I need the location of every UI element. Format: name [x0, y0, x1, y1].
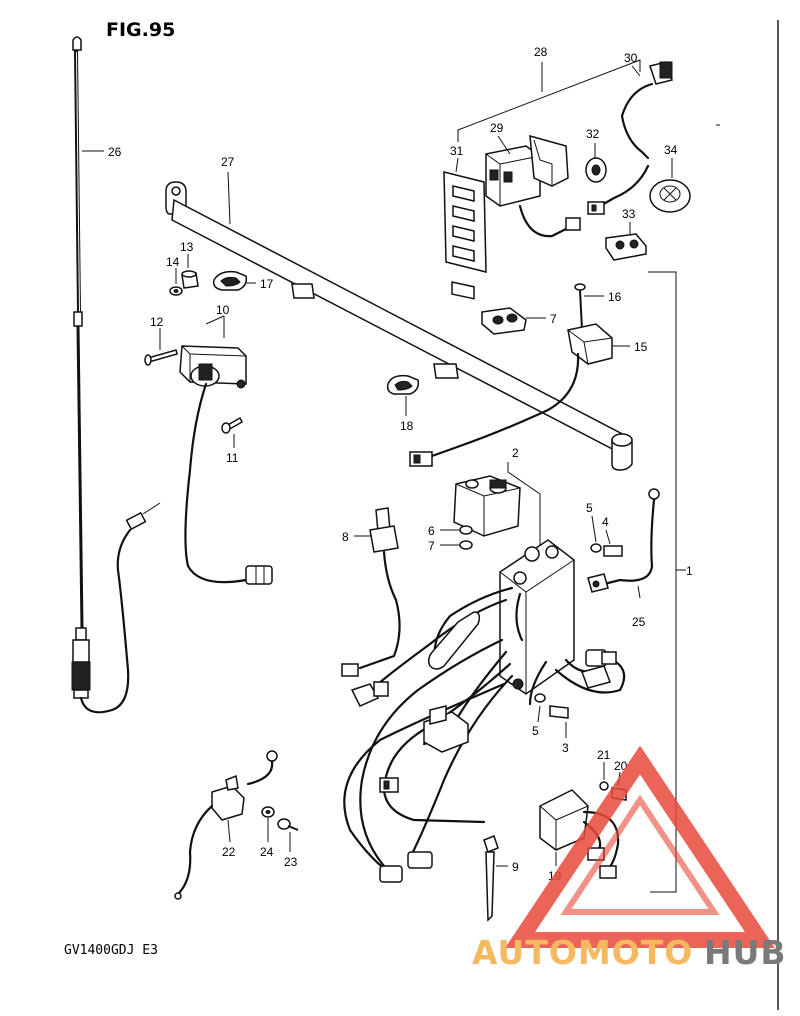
grommet-34	[605, 233, 647, 261]
callout-9: 8	[342, 530, 349, 544]
callout-22: 21	[597, 748, 611, 762]
callout-30: 29	[490, 121, 504, 135]
callout-10: 9	[512, 860, 519, 874]
callout-24: 23	[284, 855, 298, 869]
callout-18: 17	[260, 277, 274, 291]
horn-23	[174, 750, 278, 900]
model-code: GV1400GDJ E3	[64, 943, 158, 958]
connector-31	[587, 61, 673, 215]
callout-6: 6	[428, 524, 435, 538]
callout-5-lower: 5	[532, 724, 539, 738]
callout-25: 24	[260, 845, 274, 859]
watermark-text: AUTOMOTO HUB	[472, 933, 787, 972]
switch-11	[179, 345, 273, 585]
callout-2: 2	[512, 446, 519, 460]
callout-1: 1	[686, 564, 693, 578]
callout-23: 22	[222, 845, 236, 859]
support-bar	[165, 181, 633, 471]
washer-25	[261, 806, 275, 818]
callout-16: 15	[634, 340, 648, 354]
screw-12	[221, 416, 243, 434]
callout-5-upper: 5	[586, 501, 593, 515]
callout-19: 18	[400, 419, 414, 433]
antenna-rod	[71, 36, 161, 714]
callout-7: 7	[428, 539, 435, 553]
unit-16	[409, 323, 613, 467]
callout-34: 33	[622, 207, 636, 221]
screw-13	[144, 349, 178, 366]
callout-27: 26	[108, 145, 122, 159]
screw-17	[574, 283, 586, 331]
callout-labels: 26 27 28 30 29 32 34 31 33 13 14 17 10 1…	[108, 45, 693, 883]
callout-13: 12	[150, 315, 164, 329]
callout-31: 30	[624, 51, 638, 65]
ring-33	[585, 157, 607, 183]
callout-8: 7	[550, 312, 557, 326]
grommet-8	[481, 307, 527, 335]
callout-28: 27	[221, 155, 235, 169]
watermark-logo	[505, 745, 775, 948]
grommet-19	[386, 374, 420, 395]
switch-box-30	[485, 134, 581, 238]
junction-unit-1	[343, 488, 660, 883]
page-edge	[716, 20, 779, 1010]
screw-24	[277, 818, 299, 831]
tie-10	[483, 835, 499, 922]
callout-3: 3	[562, 741, 569, 755]
callout-15: 14	[166, 255, 180, 269]
figure-title: FIG.95	[106, 19, 175, 41]
watermark-text-gray: HUB	[704, 933, 787, 972]
callout-17: 16	[608, 290, 622, 304]
callout-11: 10	[216, 303, 230, 317]
cap-35	[649, 179, 691, 213]
callout-32: 31	[450, 144, 464, 158]
callout-14: 13	[180, 240, 194, 254]
grommet-18	[212, 270, 248, 291]
toggle-9	[341, 507, 401, 677]
watermark-text-orange: AUTOMOTO	[472, 933, 693, 972]
relay-2	[453, 475, 521, 537]
callout-29: 28	[534, 45, 548, 59]
callout-12: 11	[226, 451, 239, 465]
nuts-6-7	[459, 525, 473, 550]
nut-14	[181, 270, 199, 289]
leader-lines	[82, 59, 686, 893]
washer-15	[169, 286, 183, 296]
callout-26: 25	[632, 615, 646, 629]
callout-33: 32	[586, 127, 600, 141]
callout-35: 34	[664, 143, 678, 157]
callout-4: 4	[602, 515, 609, 529]
panel-32	[443, 171, 487, 300]
